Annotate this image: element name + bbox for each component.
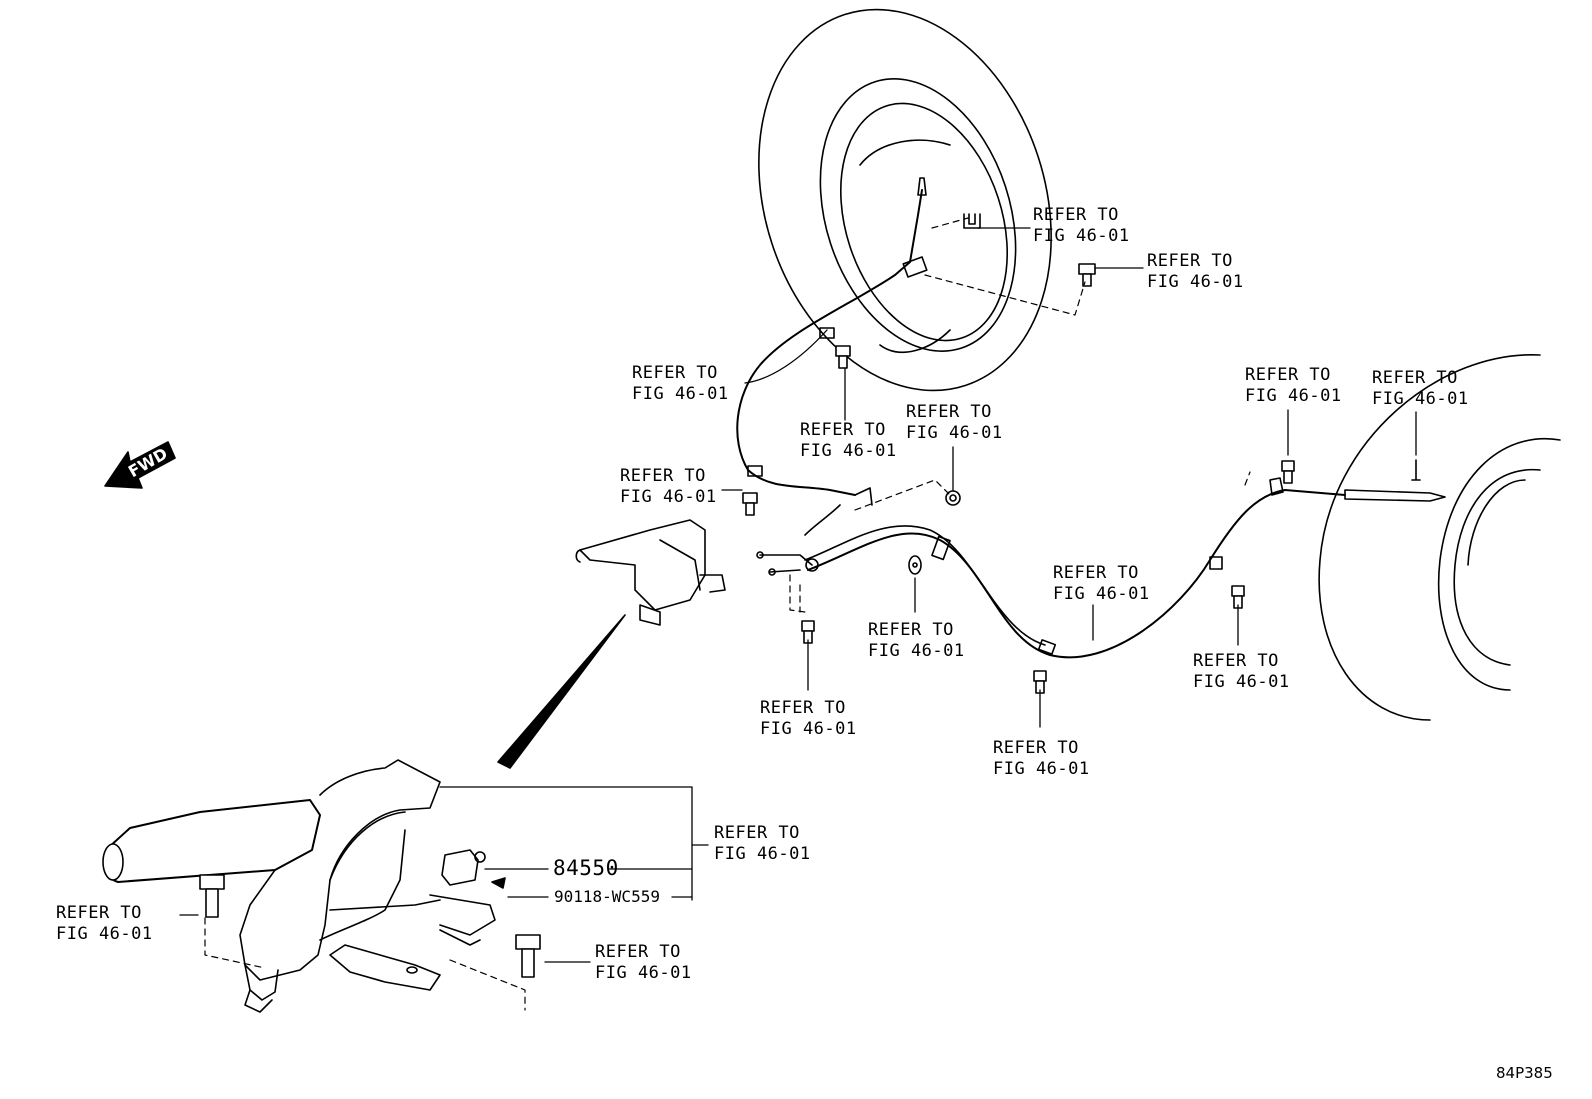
- part-number-90118-wc559: 90118-WC559: [554, 887, 660, 906]
- figure-code: 84P385: [1496, 1064, 1553, 1082]
- left-rear-wheel: [1318, 354, 1561, 721]
- fwd-arrow: [104, 441, 176, 489]
- bolts: [199, 213, 1421, 978]
- screw-90118-part: [491, 877, 506, 889]
- large-parking-brake-lever: [102, 759, 496, 1013]
- small-parking-brake-lever: [575, 519, 726, 626]
- detail-pointer: [497, 614, 626, 769]
- right-rear-wheel: [758, 8, 1052, 392]
- left-cable: [804, 477, 1446, 659]
- leader-lines: [179, 227, 1417, 963]
- part-number-84550: 84550: [553, 856, 619, 880]
- dashed-lines: [204, 217, 1251, 1011]
- right-cable: [736, 177, 928, 536]
- switch-84550-part: [441, 849, 486, 886]
- equalizer: [756, 551, 819, 576]
